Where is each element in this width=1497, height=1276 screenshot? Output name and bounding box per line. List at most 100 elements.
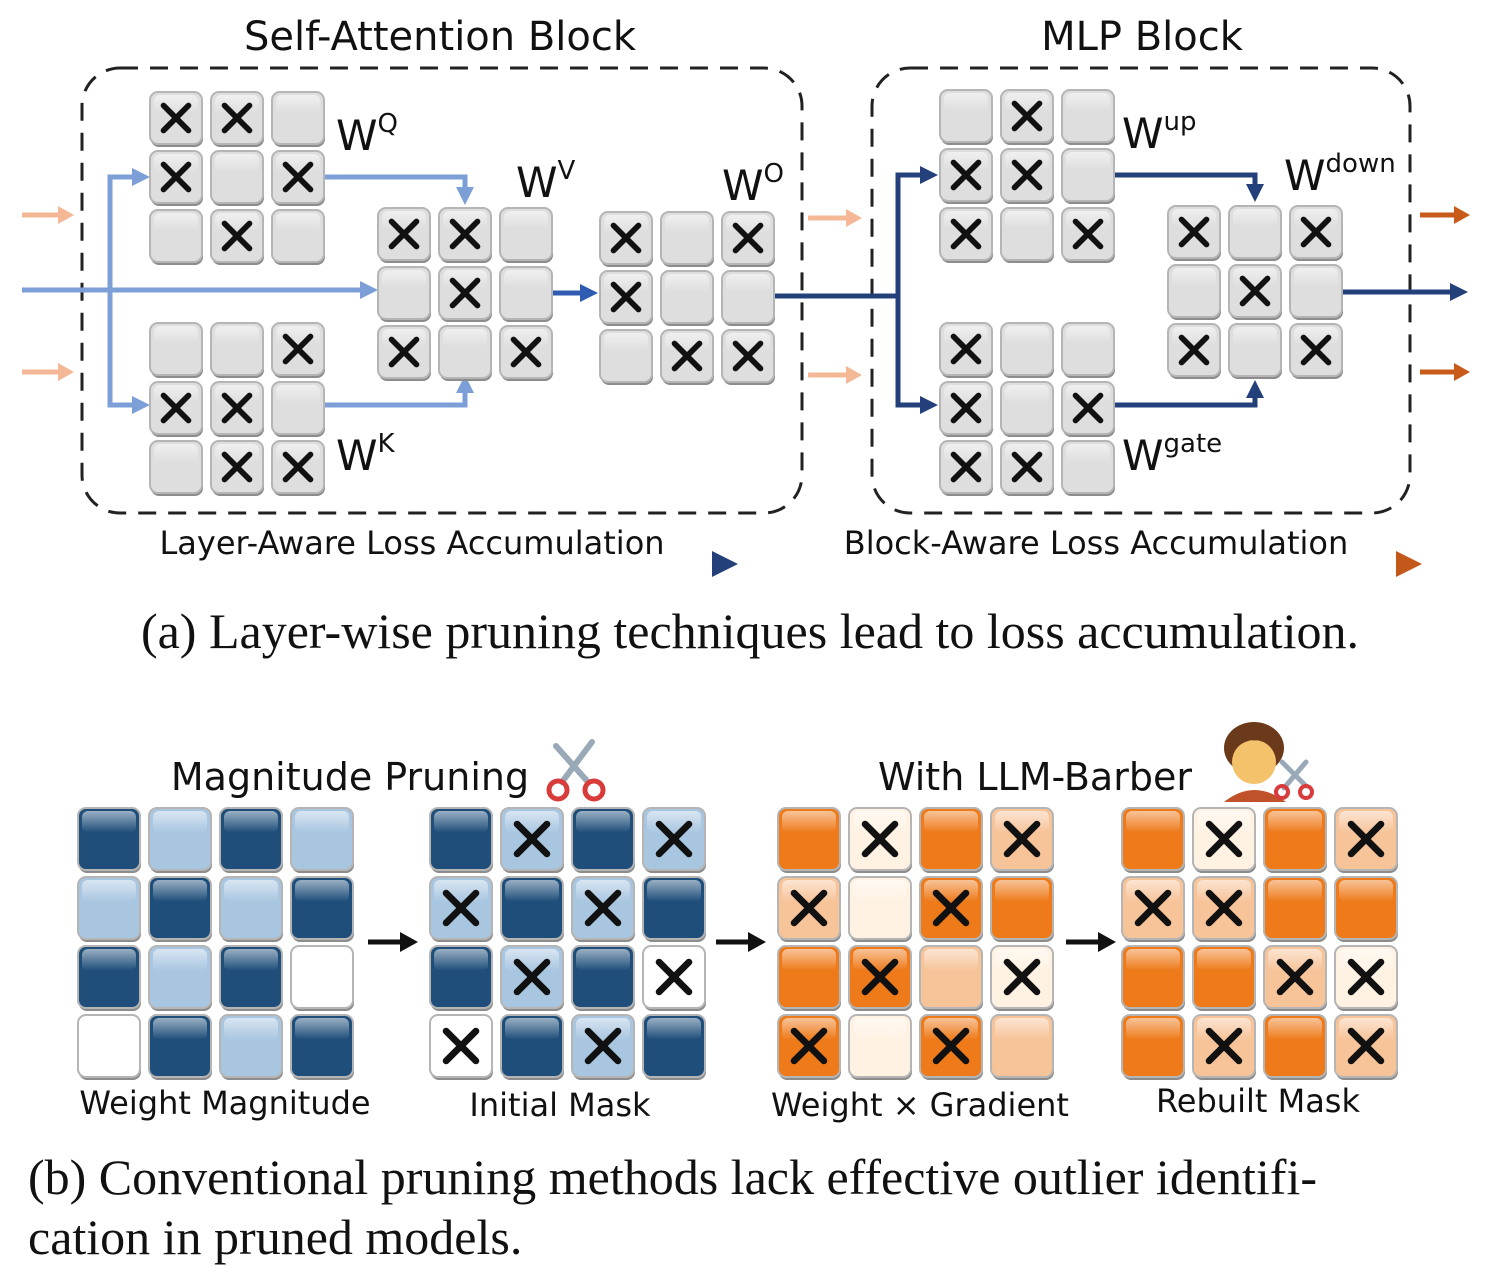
pruned-x-icon: [1347, 958, 1385, 996]
pruned-x-icon: [950, 392, 982, 424]
weight-cell: [500, 945, 564, 1011]
pruned-x-icon: [1300, 216, 1332, 248]
wv-cell: [438, 266, 492, 322]
wk-cell: [271, 440, 325, 496]
pruned-x-icon: [1300, 334, 1332, 366]
weight-cell: [571, 945, 635, 1011]
wup-cell: [1061, 89, 1115, 145]
weight-cell: [990, 876, 1054, 942]
weight-cell: [290, 1014, 354, 1080]
wo-cell: [599, 329, 653, 385]
wv-cell: [499, 266, 553, 322]
pruned-x-icon: [1134, 889, 1172, 927]
wup-cell: [1061, 148, 1115, 204]
weight-cell: [77, 1014, 141, 1080]
weight-cell: [848, 1014, 912, 1080]
initial-mask-label: Initial Mask: [469, 1086, 651, 1124]
pruned-x-icon: [1276, 958, 1314, 996]
wv-cell: [438, 325, 492, 381]
pruned-x-icon: [950, 159, 982, 191]
weight-cell: [1192, 807, 1256, 873]
wv-cell: [499, 325, 553, 381]
weight-cell: [642, 945, 706, 1011]
wup-label: Wup: [1122, 107, 1197, 158]
weight-cell: [990, 807, 1054, 873]
weight-cell: [500, 876, 564, 942]
wup-cell: [939, 207, 993, 263]
wv-label: WV: [516, 156, 576, 207]
weight-cell: [1121, 1014, 1185, 1080]
block-accumulation-arrowhead: [1396, 551, 1422, 577]
weight-cell: [1334, 876, 1398, 942]
weight-cell: [1192, 876, 1256, 942]
weight-cell: [777, 1014, 841, 1080]
rebuilt-mask-grid: [1121, 807, 1398, 1080]
wo-cell: [721, 329, 775, 385]
weight-cell: [1121, 876, 1185, 942]
pruned-x-icon: [950, 218, 982, 250]
wo-cell: [660, 211, 714, 267]
pruned-x-icon: [513, 820, 551, 858]
attention-block-title: Self-Attention Block: [244, 14, 637, 60]
pruned-x-icon: [1011, 100, 1043, 132]
wk-cell: [271, 322, 325, 378]
wgate-matrix: [939, 322, 1115, 496]
wk-cell: [271, 381, 325, 437]
pruned-x-icon: [442, 1027, 480, 1065]
wdown-cell: [1167, 264, 1221, 320]
barber-icon: [1224, 722, 1314, 802]
magnitude-pruning-title: Magnitude Pruning: [171, 755, 529, 799]
weight-magnitude-label: Weight Magnitude: [79, 1084, 370, 1122]
wq-cell: [210, 209, 264, 265]
wdown-cell: [1228, 264, 1282, 320]
wv-matrix: [377, 207, 553, 381]
mlp-arrowheads: [920, 166, 1468, 414]
weight-cell: [1334, 945, 1398, 1011]
pruned-x-icon: [610, 222, 642, 254]
weight-cell: [848, 876, 912, 942]
weight-cell: [219, 945, 283, 1011]
wgate-label: Wgate: [1122, 429, 1222, 480]
weight-cell: [642, 807, 706, 873]
pruned-x-icon: [160, 161, 192, 193]
pruned-x-icon: [1003, 958, 1041, 996]
wdown-matrix: [1167, 205, 1343, 379]
wup-cell: [939, 89, 993, 145]
wo-cell: [721, 270, 775, 326]
pruned-x-icon: [1003, 820, 1041, 858]
pruned-x-icon: [861, 958, 899, 996]
peach-arrows: [22, 206, 862, 384]
v-to-o-arrowhead: [580, 284, 598, 302]
caption-b-line2: cation in pruned models.: [28, 1209, 522, 1265]
panel-b: Magnitude Pruning With LLM-Barber: [28, 722, 1398, 1265]
weight-cell: [990, 945, 1054, 1011]
wup-cell: [1061, 207, 1115, 263]
wo-cell: [599, 270, 653, 326]
weight-cell: [429, 1014, 493, 1080]
wq-cell: [271, 209, 325, 265]
block-accumulation-label: Block-Aware Loss Accumulation: [844, 524, 1348, 562]
wup-cell: [939, 148, 993, 204]
wv-cell: [377, 266, 431, 322]
pruned-x-icon: [950, 451, 982, 483]
wup-cell: [1000, 89, 1054, 145]
weight-cell: [1263, 807, 1327, 873]
wgate-cell: [1061, 440, 1115, 496]
pruned-x-icon: [790, 889, 828, 927]
weight-cell: [500, 807, 564, 873]
orange-output-arrows: [1420, 206, 1470, 381]
panel-a: Self-Attention Block MLP Block: [22, 14, 1470, 659]
wgate-cell: [1061, 381, 1115, 437]
wup-cell: [1000, 207, 1054, 263]
weight-cell: [77, 945, 141, 1011]
pruned-x-icon: [861, 820, 899, 858]
weight-gradient-label: Weight × Gradient: [771, 1086, 1069, 1124]
weight-cell: [777, 876, 841, 942]
wv-cell: [377, 207, 431, 263]
wdown-label: Wdown: [1284, 149, 1396, 200]
pruned-x-icon: [388, 218, 420, 250]
mlp-block-title: MLP Block: [1041, 14, 1244, 60]
weight-cell: [1121, 945, 1185, 1011]
pruned-x-icon: [449, 218, 481, 250]
